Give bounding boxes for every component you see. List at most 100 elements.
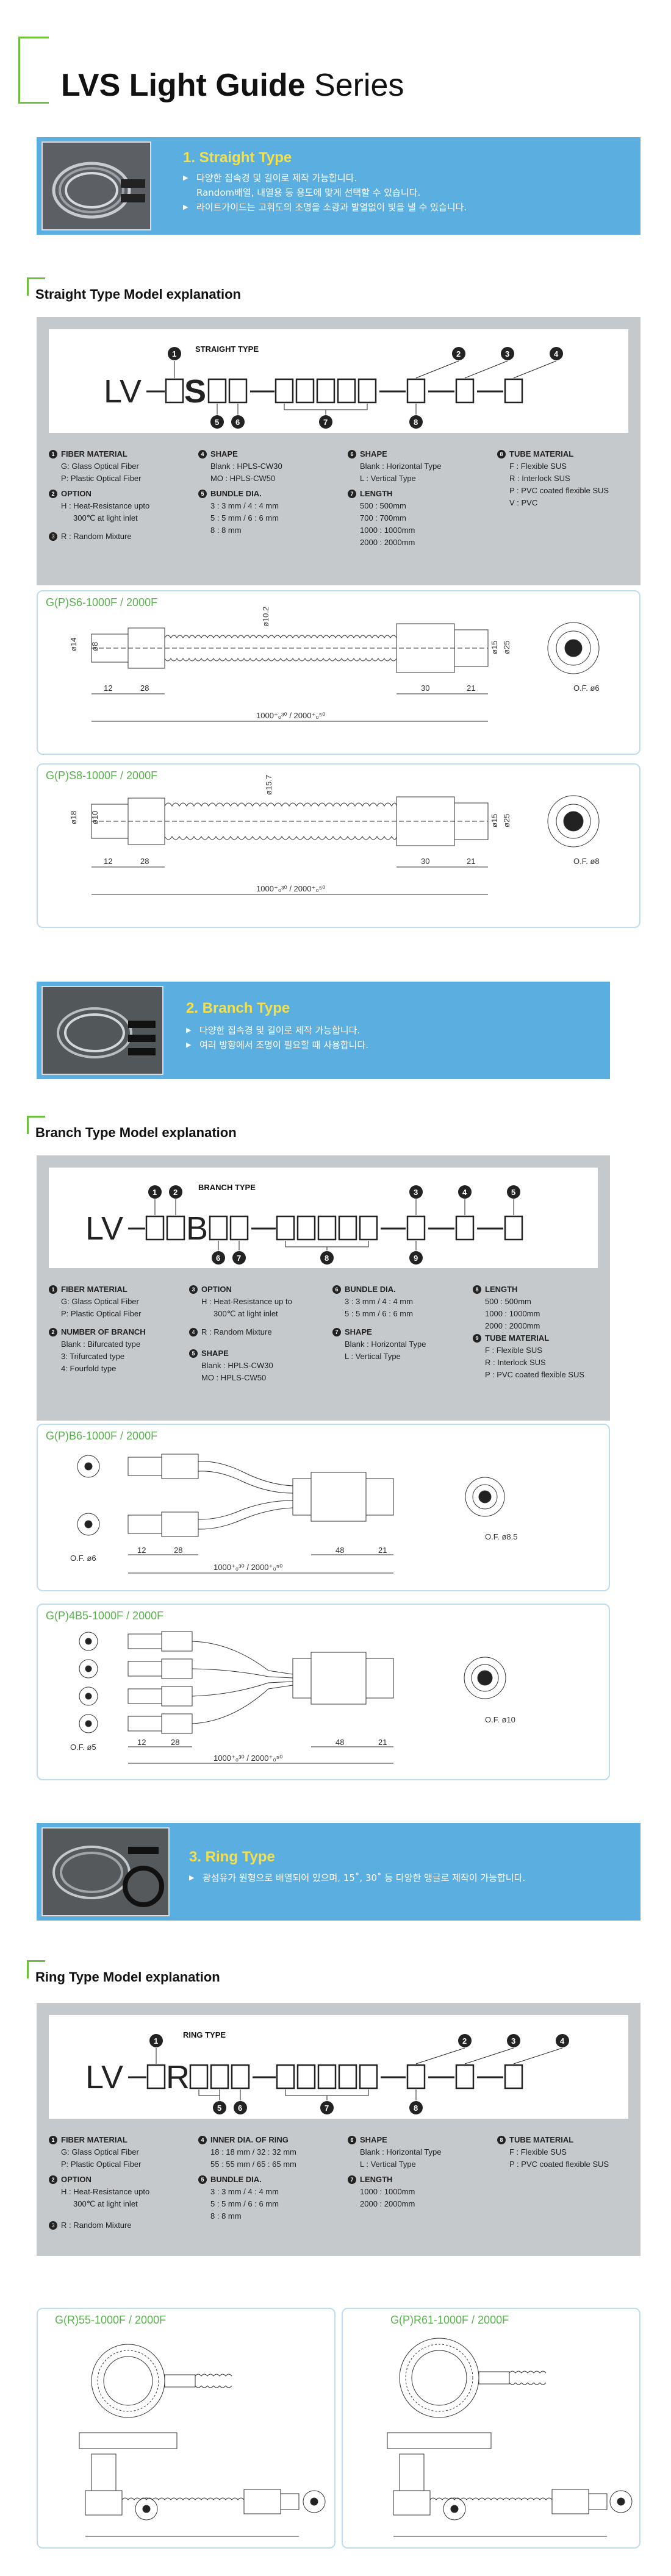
- straight-s8-technical-drawing: ø18 ø10 ø15.7 ø15 ø25 12 28 30 21 1000⁺₀…: [69, 775, 600, 895]
- section-corner-decoration: [27, 1116, 45, 1134]
- svg-text:8: 8: [414, 418, 418, 427]
- svg-text:9: 9: [414, 1254, 418, 1263]
- spec-line: 1000 : 1000mm: [485, 1309, 540, 1318]
- svg-text:2: 2: [173, 1188, 178, 1197]
- spec-line: P : PVC coated flexible SUS: [485, 1370, 585, 1379]
- svg-text:1: 1: [172, 349, 176, 359]
- spec-line: P: Plastic Optical Fiber: [61, 1309, 142, 1318]
- section-corner-decoration: [27, 1960, 45, 1978]
- dim-label: 30: [421, 857, 429, 866]
- spec-line: V : PVC: [509, 498, 538, 507]
- spec-title: SHAPE: [201, 1349, 229, 1358]
- drawing-title: G(P)4B5-1000F / 2000F: [46, 1610, 164, 1622]
- svg-text:LV: LV: [85, 1210, 123, 1247]
- spec-line: 3 : 3 mm / 4 : 4 mm: [345, 1297, 413, 1306]
- drawing-title: G(R)55-1000F / 2000F: [55, 2314, 167, 2326]
- spec-line: 1000 : 1000mm: [360, 526, 415, 535]
- spec-title: OPTION: [201, 1285, 232, 1294]
- spec-line: MO : HPLS-CW50: [210, 474, 276, 483]
- dim-label: 12: [104, 857, 112, 866]
- dim-label: ø14: [69, 638, 78, 651]
- dim-label: 21: [467, 683, 475, 693]
- drawing-title: G(P)B6-1000F / 2000F: [46, 1430, 158, 1442]
- dim-label: O.F. ø6: [70, 1554, 96, 1563]
- dim-label: ø25: [502, 814, 511, 827]
- svg-text:R: R: [166, 2059, 190, 2096]
- dim-label: 12: [137, 1546, 146, 1555]
- spec-line: G: Glass Optical Fiber: [61, 462, 139, 471]
- spec-title: SHAPE: [345, 1327, 372, 1336]
- spec-line: 3 : 3 mm / 4 : 4 mm: [210, 2187, 279, 2196]
- spec-line: 4: Fourfold type: [61, 1364, 117, 1373]
- section-corner-decoration: [27, 277, 45, 296]
- branch-model-code-diagram: LV B 1 2 3 4 5 6 7 8 9: [85, 1185, 523, 1265]
- spec-line: G: Glass Optical Fiber: [61, 2147, 139, 2157]
- dim-label: 28: [171, 1738, 179, 1747]
- spec-line: 300℃ at light inlet: [73, 513, 138, 523]
- spec-line: 3: Trifurcated type: [61, 1352, 125, 1361]
- branch-banner-title: 2. Branch Type: [186, 1000, 290, 1016]
- ring-model-code-diagram: LV R 1 2 3 4 5 6 7 8: [85, 2034, 569, 2114]
- spec-line: P: Plastic Optical Fiber: [61, 474, 142, 483]
- spec-line: P: Plastic Optical Fiber: [61, 2160, 142, 2169]
- spec-line: F : Flexible SUS: [485, 1346, 542, 1355]
- branch-drawing-1: [37, 1424, 610, 1591]
- page-title: LVS Light Guide Series: [61, 67, 404, 104]
- spec-line: 5 : 5 mm / 6 : 6 mm: [210, 2199, 279, 2208]
- spec-title: SHAPE: [360, 449, 387, 458]
- spec-line: Blank : Horizontal Type: [360, 462, 442, 471]
- spec-line: 500 : 500mm: [485, 1297, 531, 1306]
- spec-title: INNER DIA. OF RING: [210, 2135, 289, 2144]
- dim-label: ø15: [490, 814, 499, 827]
- title-light: Series: [314, 68, 404, 103]
- spec-line: 3 : 3 mm / 4 : 4 mm: [210, 501, 279, 510]
- svg-text:5: 5: [511, 1188, 515, 1197]
- spec-title: R : Random Mixture: [61, 2221, 132, 2230]
- dim-label: 21: [378, 1738, 387, 1747]
- drawing-title: G(P)S6-1000F / 2000F: [46, 596, 158, 608]
- straight-product-photo: [41, 141, 151, 230]
- coiled-cable-illustration: [43, 987, 162, 1074]
- banner-line: 다양한 집속경 및 길이로 제작 가능합니다.: [183, 171, 634, 185]
- ring-drawing-2: [342, 2308, 640, 2549]
- ring-model-heading: Ring Type Model explanation: [35, 1969, 220, 1985]
- spec-title: FIBER MATERIAL: [61, 1285, 127, 1294]
- ring-r55-technical-drawing: [79, 2344, 326, 2537]
- dim-label: O.F. ø6: [573, 683, 600, 693]
- straight-type-label: STRAIGHT TYPE: [195, 344, 259, 354]
- ring-product-photo: [41, 1827, 170, 1916]
- svg-text:S: S: [184, 373, 206, 410]
- spec-line: R : Interlock SUS: [485, 1358, 546, 1367]
- dim-label: 1000⁺₀³⁰ / 2000⁺₀⁵⁰: [256, 884, 325, 893]
- svg-text:4: 4: [560, 2036, 565, 2046]
- straight-model-heading: Straight Type Model explanation: [35, 287, 241, 302]
- dim-label: 28: [174, 1546, 182, 1555]
- svg-text:1: 1: [152, 1188, 157, 1197]
- spec-line: 5 : 5 mm / 6 : 6 mm: [345, 1309, 413, 1318]
- dim-label: 1000⁺₀³⁰ / 2000⁺₀⁵⁰: [256, 711, 325, 720]
- svg-text:B: B: [186, 1210, 208, 1247]
- svg-text:4: 4: [462, 1188, 467, 1197]
- spec-line: Blank : HPLS-CW30: [210, 462, 282, 471]
- banner-line: Random배열, 내열용 등 용도에 맞게 선택할 수 있습니다.: [196, 187, 421, 198]
- spec-line: 500 : 500mm: [360, 501, 406, 510]
- spec-line: L : Vertical Type: [360, 474, 416, 483]
- spec-line: L : Vertical Type: [360, 2160, 416, 2169]
- dim-label: O.F. ø10: [485, 1715, 515, 1724]
- header-corner-decoration: [18, 37, 49, 104]
- spec-line: R : Interlock SUS: [509, 474, 570, 483]
- svg-text:8: 8: [325, 1254, 329, 1263]
